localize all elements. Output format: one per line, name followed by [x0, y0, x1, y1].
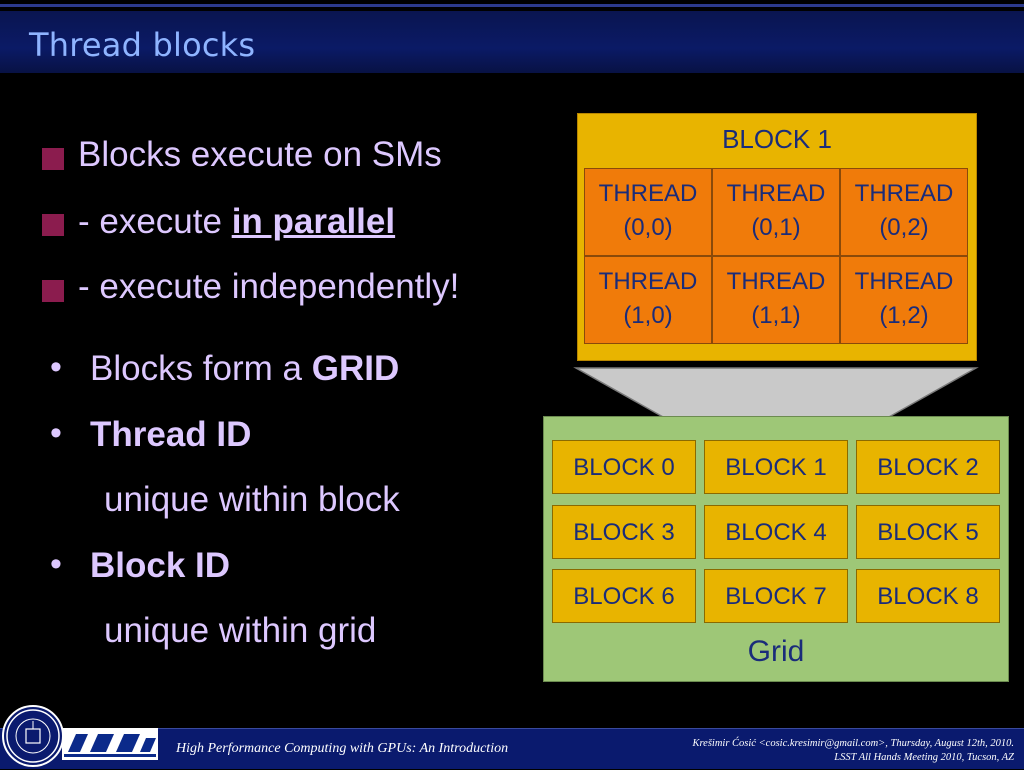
- expanded-block: BLOCK 1 THREAD (0,0) THREAD (0,1) THREAD (0…: [577, 113, 977, 361]
- thread-cell: THREAD (0,2): [840, 168, 968, 256]
- bullet-thread-id: Thread ID: [90, 415, 252, 454]
- footer-presentation-title: High Performance Computing with GPUs: An…: [176, 741, 509, 756]
- grid-label: Grid: [747, 635, 805, 668]
- thread-label: THREAD: [726, 180, 826, 207]
- thread-index: (1,1): [751, 302, 801, 329]
- slide-title: Thread blocks: [29, 26, 256, 64]
- block-grid: BLOCK 0 BLOCK 1 BLOCK 2 BLOCK 3 BLOCK 4 …: [543, 416, 1009, 682]
- expanded-block-label: BLOCK 1: [722, 124, 832, 154]
- grid-block: BLOCK 0: [552, 440, 696, 494]
- emphasis-grid: GRID: [311, 349, 400, 388]
- bullet-text: Blocks form a: [90, 349, 312, 388]
- thread-index: (0,1): [751, 214, 801, 241]
- bullet-text: - execute: [78, 202, 232, 241]
- thread-label: THREAD: [598, 180, 698, 207]
- dot-bullet-icon: •: [50, 414, 62, 452]
- grid-block: BLOCK 1: [704, 440, 848, 494]
- square-bullet-icon: [42, 148, 64, 170]
- dot-bullet-icon: •: [50, 545, 62, 583]
- thread-index: (1,0): [623, 302, 673, 329]
- thread-label: THREAD: [598, 268, 698, 295]
- thread-cell: THREAD (1,1): [712, 256, 840, 344]
- top-rule: [0, 4, 1024, 7]
- thread-label: THREAD: [726, 268, 826, 295]
- thread-cell: THREAD (1,0): [584, 256, 712, 344]
- dot-bullet-icon: •: [50, 348, 62, 386]
- bullet-execute-independently: - execute independently!: [78, 267, 460, 306]
- bullet-blocks-execute: Blocks execute on SMs: [78, 135, 442, 174]
- square-bullet-icon: [42, 280, 64, 302]
- footer-bar: High Performance Computing with GPUs: An…: [0, 728, 1024, 769]
- lsst-logo-graphic: [62, 728, 158, 760]
- bullet-block-id: Block ID: [90, 546, 231, 585]
- grid-block: BLOCK 3: [552, 505, 696, 559]
- lsst-logo-icon: [62, 728, 158, 760]
- thread-label: THREAD: [854, 268, 954, 295]
- grid-block: BLOCK 4: [704, 505, 848, 559]
- footer-meeting-line: LSST All Hands Meeting 2010, Tucson, AZ: [834, 752, 1014, 763]
- seal-graphic: [6, 709, 60, 763]
- bullet-blocks-form-grid: Blocks form a GRID: [90, 349, 399, 389]
- grid-block: BLOCK 2: [856, 440, 1000, 494]
- grid-block: BLOCK 5: [856, 505, 1000, 559]
- block-id-desc: unique within grid: [104, 611, 377, 650]
- grid-block: BLOCK 6: [552, 569, 696, 623]
- emphasis-in-parallel: in parallel: [231, 202, 396, 241]
- thread-grid: THREAD (0,0) THREAD (0,1) THREAD (0,2) THRE…: [584, 168, 968, 344]
- grid-block: BLOCK 7: [704, 569, 848, 623]
- thread-cell: THREAD (0,1): [712, 168, 840, 256]
- footer-author-info: Krešimir Ćosić <cosic.kresimir@gmail.com…: [692, 737, 1014, 765]
- thread-id-desc: unique within block: [104, 480, 400, 519]
- title-bar: [0, 11, 1024, 73]
- thread-index: (0,2): [879, 214, 929, 241]
- thread-cell: THREAD (0,0): [584, 168, 712, 256]
- bullet-execute-parallel: - execute in parallel: [78, 202, 395, 242]
- thread-cell: THREAD (1,2): [840, 256, 968, 344]
- footer-author-line: Krešimir Ćosić <cosic.kresimir@gmail.com…: [692, 738, 1014, 749]
- thread-index: (0,0): [623, 214, 673, 241]
- grid-block: BLOCK 8: [856, 569, 1000, 623]
- thread-label: THREAD: [854, 180, 954, 207]
- square-bullet-icon: [42, 214, 64, 236]
- thread-index: (1,2): [879, 302, 929, 329]
- university-seal-icon: [2, 705, 64, 767]
